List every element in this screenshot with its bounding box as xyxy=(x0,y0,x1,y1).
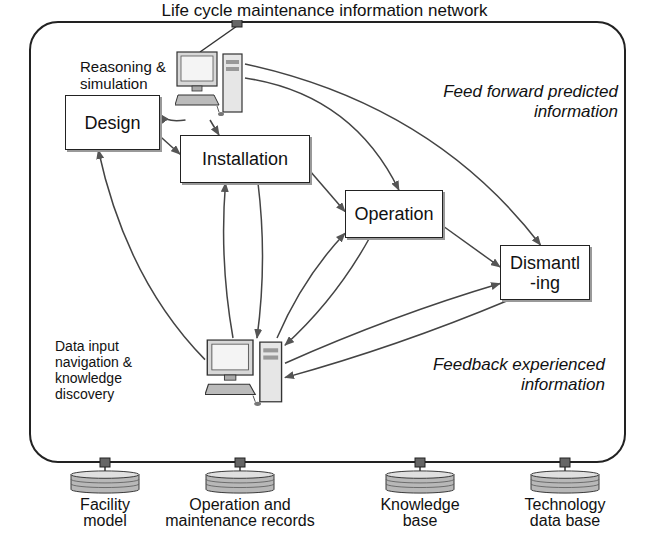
connector-arrow xyxy=(310,171,345,212)
title-wrap: Life cycle maintenance information netwo… xyxy=(0,1,649,20)
annotation-text: Feedback experienced information xyxy=(433,355,605,394)
connector-arrow xyxy=(285,284,500,364)
stage-box: Dismantl -ing xyxy=(500,245,590,300)
database-cylinder: Facility model xyxy=(70,470,140,494)
node-label: Operation and maintenance records xyxy=(153,497,328,529)
connector-arrow xyxy=(160,114,186,121)
database-cylinder: Knowledge base xyxy=(385,470,455,494)
stage-box: Installation xyxy=(180,135,310,183)
connector-arrow xyxy=(285,238,370,345)
connector-arrow xyxy=(224,183,233,338)
node-label: Operation xyxy=(354,204,433,224)
node-label: Knowledge base xyxy=(373,497,468,529)
title-text: Life cycle maintenance information netwo… xyxy=(159,1,491,20)
node-label: Design xyxy=(84,113,140,133)
node-label: Reasoning & simulation xyxy=(80,58,172,92)
annotation-text: Feed forward predicted information xyxy=(443,82,618,121)
annotation-label: Feedback experienced information xyxy=(380,355,605,395)
connector-arrow xyxy=(210,120,219,135)
annotation-label: Feed forward predicted information xyxy=(388,82,618,122)
connector-arrow xyxy=(277,233,345,338)
database-cylinder: Technology data base xyxy=(530,470,600,494)
connector-arrow xyxy=(257,183,263,338)
stage-box: Operation xyxy=(345,190,443,238)
stage-box: Design xyxy=(65,95,160,150)
connector-arrow xyxy=(443,226,500,267)
node-label: Data input navigation & knowledge discov… xyxy=(55,338,155,402)
computer-node: Reasoning & simulation xyxy=(175,50,245,120)
node-label: Dismantl -ing xyxy=(506,253,584,293)
node-label: Facility model xyxy=(69,497,141,529)
computer-node: Data input navigation & knowledge discov… xyxy=(205,338,285,410)
node-label: Technology data base xyxy=(515,497,615,529)
node-label: Installation xyxy=(202,149,288,169)
connector-arrow xyxy=(160,136,180,154)
database-cylinder: Operation and maintenance records xyxy=(205,470,275,494)
